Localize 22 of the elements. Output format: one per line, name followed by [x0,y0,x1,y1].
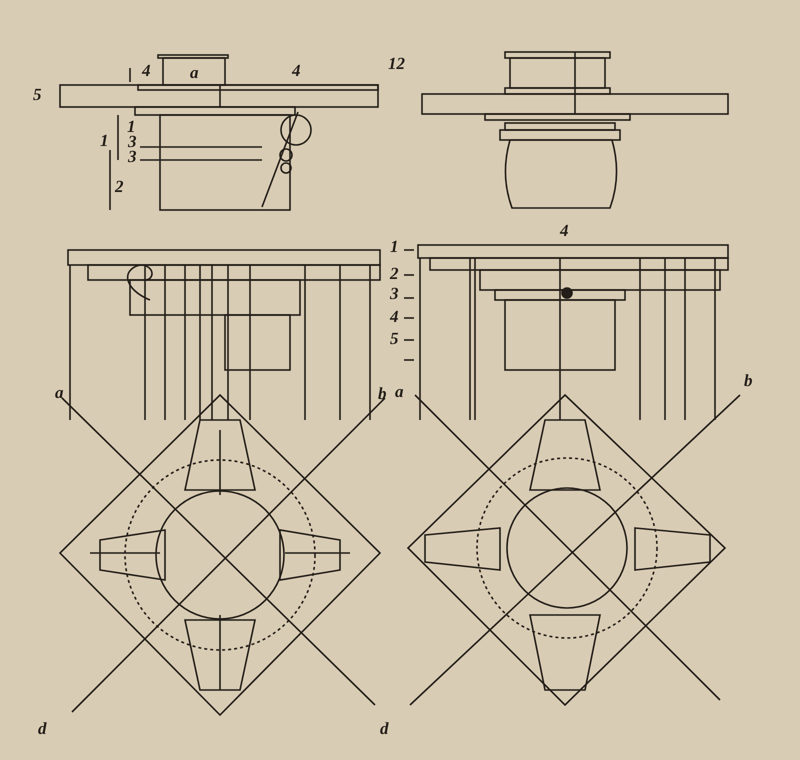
part-letter: 1 [100,132,108,149]
part-letter: 3 [128,148,136,165]
figure-number: 12 [388,55,405,72]
part-letter: 4 [292,62,300,79]
part-letter: 3 [128,133,136,150]
part-letter: 3 [390,285,398,302]
part-letter: a [190,64,198,81]
part-letter: b [744,372,752,389]
part-letter: 2 [115,178,124,195]
part-letter: 1 [127,118,136,135]
part-letter: 4 [560,222,568,239]
part-letter: 4 [390,308,398,325]
part-letter: 2 [390,265,398,282]
part-letter: 5 [33,86,42,103]
part-letter: b [378,385,386,402]
part-letter: d [38,720,46,737]
part-letter: a [55,384,64,401]
part-letter: 1 [390,238,398,255]
part-letter: d [380,720,388,737]
part-letter: a [395,383,404,400]
part-letter: 4 [142,62,150,79]
part-letter: 5 [390,330,398,347]
